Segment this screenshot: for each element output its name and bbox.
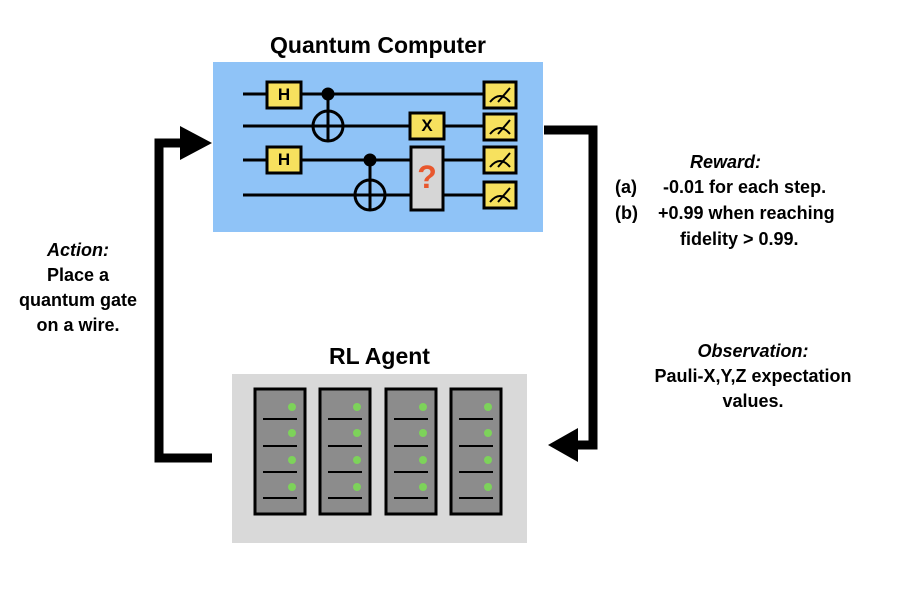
hadamard-gate-2-label: H bbox=[277, 150, 291, 169]
reward-item-b-text: +0.99 when reaching bbox=[658, 203, 835, 223]
hadamard-gate-2 bbox=[265, 145, 303, 175]
hadamard-gate-1 bbox=[265, 80, 303, 110]
quantum-computer-title: Quantum Computer bbox=[270, 32, 486, 58]
server-2 bbox=[318, 387, 372, 516]
measurement-gate-3 bbox=[482, 145, 518, 175]
action-line-2: quantum gate bbox=[18, 290, 137, 310]
reward-item-b-continuation: fidelity > 0.99. bbox=[680, 229, 799, 249]
cnot-gate-1 bbox=[311, 87, 345, 143]
server-rack bbox=[253, 387, 503, 516]
unknown-gate-label: ? bbox=[417, 159, 437, 195]
server-4 bbox=[449, 387, 503, 516]
action-line-1: Place a bbox=[46, 265, 110, 285]
action-arrow bbox=[154, 126, 212, 463]
pauli-x-gate bbox=[408, 111, 446, 141]
measurement-gates bbox=[482, 80, 518, 210]
server-3 bbox=[384, 387, 438, 516]
action-line-3: on a wire. bbox=[36, 315, 120, 335]
hadamard-gate-1-label: H bbox=[277, 85, 291, 104]
action-heading: Action: bbox=[47, 240, 109, 260]
reward-item-a-marker: (a) bbox=[615, 177, 637, 197]
rl-agent-title: RL Agent bbox=[329, 343, 430, 369]
server-1 bbox=[253, 387, 307, 516]
measurement-gate-2 bbox=[482, 112, 518, 142]
observation-label: Observation: Pauli-X,Y,Z expectation val… bbox=[612, 339, 894, 414]
measurement-gate-1 bbox=[482, 80, 518, 110]
reward-item-b-marker: (b) bbox=[615, 203, 638, 223]
observation-line-2: values. bbox=[722, 391, 784, 411]
reward-item-a-text: -0.01 for each step. bbox=[663, 177, 827, 197]
action-label: Action: Place a quantum gate on a wire. bbox=[0, 238, 156, 338]
cnot-gate-2 bbox=[353, 153, 387, 212]
observation-arrow bbox=[544, 125, 598, 462]
observation-line-1: Pauli-X,Y,Z expectation bbox=[654, 366, 852, 386]
pauli-x-gate-label: X bbox=[421, 116, 433, 135]
observation-heading: Observation: bbox=[697, 341, 809, 361]
measurement-gate-4 bbox=[482, 180, 518, 210]
unknown-gate bbox=[409, 145, 445, 212]
reward-heading: Reward: bbox=[690, 152, 762, 172]
